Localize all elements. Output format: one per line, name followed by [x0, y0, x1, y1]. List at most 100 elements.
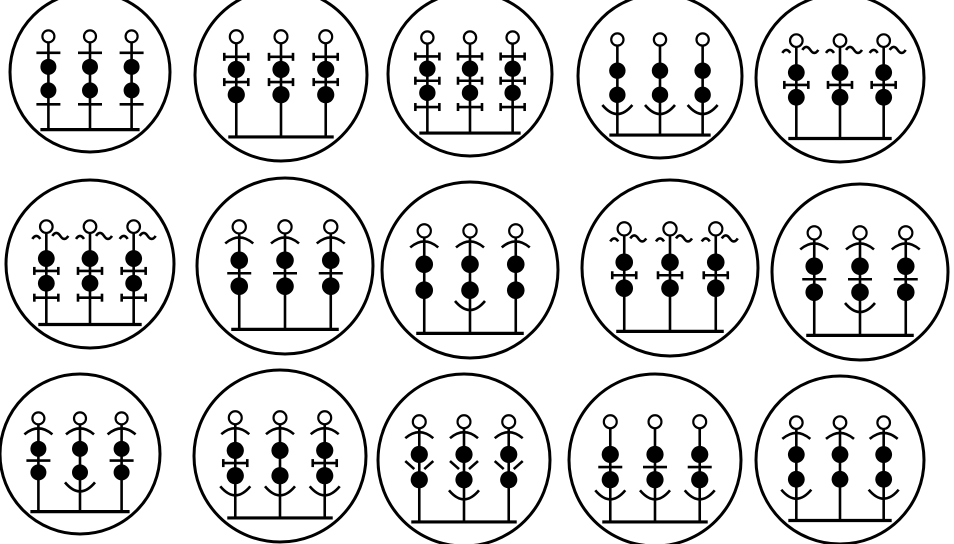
dot-upper	[230, 251, 248, 269]
head-circle	[506, 31, 518, 43]
stem	[265, 411, 295, 518]
dot-lower	[615, 279, 633, 297]
dot-upper	[82, 59, 98, 75]
head-circle	[40, 220, 53, 233]
stem	[120, 220, 156, 324]
slant-left	[450, 461, 459, 469]
dot-upper	[805, 257, 823, 275]
panel-11	[0, 374, 160, 534]
head-circle	[116, 412, 128, 424]
head-circle	[790, 34, 803, 47]
dot-lower	[805, 283, 823, 301]
head-circle	[458, 415, 471, 428]
dot-lower	[82, 82, 98, 98]
stem	[108, 412, 136, 511]
head-circle	[229, 411, 242, 424]
dot-lower	[661, 279, 679, 297]
head-circle	[230, 30, 243, 43]
dot-lower	[322, 277, 340, 295]
dot-upper	[652, 62, 668, 78]
stem	[869, 416, 899, 520]
dot-upper	[462, 60, 478, 76]
head-circle	[604, 415, 617, 428]
panel-10	[772, 184, 948, 360]
head-circle	[127, 220, 140, 233]
stem	[224, 30, 248, 137]
dot-lower	[82, 275, 99, 292]
dot-upper	[875, 446, 892, 463]
stem	[826, 34, 862, 138]
dot-lower	[609, 87, 625, 103]
panel-14	[569, 374, 741, 544]
dot-upper	[691, 446, 708, 463]
stem	[76, 220, 112, 324]
head-circle	[899, 226, 912, 239]
wavy-arms	[76, 233, 112, 239]
stem	[415, 31, 439, 133]
dot-upper	[411, 446, 428, 463]
head-circle	[877, 34, 890, 47]
stem	[826, 416, 854, 520]
panel-8	[382, 182, 558, 358]
dot-upper	[602, 446, 619, 463]
dot-lower	[411, 471, 428, 488]
dot-lower	[276, 277, 294, 295]
dot-lower	[228, 86, 245, 103]
stem	[870, 34, 906, 138]
head-circle	[834, 34, 847, 47]
dot-upper	[227, 442, 244, 459]
stem	[892, 226, 920, 335]
dot-lower	[272, 86, 289, 103]
stem	[455, 224, 485, 333]
head-circle	[834, 416, 847, 429]
dot-lower	[691, 471, 708, 488]
slant-left	[495, 461, 504, 469]
head-circle	[84, 30, 96, 42]
head-circle	[649, 415, 662, 428]
wavy-arms	[120, 233, 156, 239]
dot-lower	[875, 471, 892, 488]
stem	[36, 30, 60, 129]
dot-lower	[317, 86, 334, 103]
dot-lower	[461, 281, 479, 299]
head-circle	[318, 411, 331, 424]
stem	[782, 34, 818, 138]
dot-upper	[615, 253, 633, 271]
dot-upper	[124, 59, 140, 75]
dot-lower	[788, 471, 805, 488]
dot-upper	[82, 250, 99, 267]
stem	[602, 33, 632, 135]
dot-upper	[276, 251, 294, 269]
panel-6	[6, 180, 174, 348]
dot-upper	[504, 60, 520, 76]
head-circle	[274, 411, 287, 424]
dot-upper	[40, 59, 56, 75]
slant-right	[469, 461, 478, 469]
slant-right	[424, 461, 433, 469]
dot-upper	[646, 446, 663, 463]
head-circle	[509, 224, 522, 237]
head-circle	[233, 220, 246, 233]
dot-upper	[832, 446, 849, 463]
dot-upper	[272, 61, 289, 78]
head-circle	[696, 33, 708, 45]
dot-lower	[124, 82, 140, 98]
head-circle	[877, 416, 890, 429]
dot-lower	[30, 464, 46, 480]
stem	[458, 31, 482, 133]
head-circle	[709, 222, 722, 235]
dot-upper	[832, 64, 849, 81]
dot-upper	[415, 255, 433, 273]
dot-lower	[500, 471, 517, 488]
stem	[310, 411, 340, 518]
dot-upper	[851, 257, 869, 275]
stem	[24, 412, 52, 511]
dot-lower	[455, 471, 472, 488]
dot-lower	[316, 467, 333, 484]
dot-upper	[500, 446, 517, 463]
dot-lower	[125, 275, 142, 292]
wavy-arms	[826, 47, 862, 53]
head-circle	[790, 416, 803, 429]
panel-3	[388, 0, 552, 156]
